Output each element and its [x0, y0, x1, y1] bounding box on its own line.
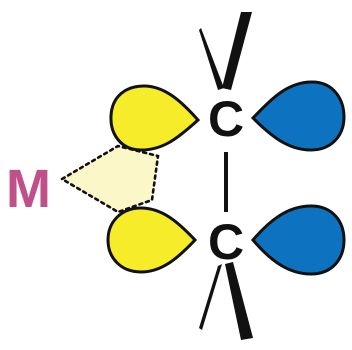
- interaction-region: [59, 144, 160, 214]
- upper-empty-lobe: [250, 80, 346, 152]
- lower-left-substituent-bond: [199, 264, 222, 330]
- upper-filled-lobe: [109, 84, 201, 152]
- lower-filled-lobe: [106, 206, 198, 274]
- lower-empty-lobe: [251, 204, 346, 276]
- upper-carbon-label: C: [208, 91, 244, 147]
- lower-carbon-label: C: [208, 214, 244, 270]
- upper-left-substituent-bond: [199, 28, 224, 90]
- metal-label: M: [6, 159, 51, 219]
- upper-right-substituent-wedge: [222, 12, 252, 90]
- lower-right-substituent-wedge: [225, 262, 253, 340]
